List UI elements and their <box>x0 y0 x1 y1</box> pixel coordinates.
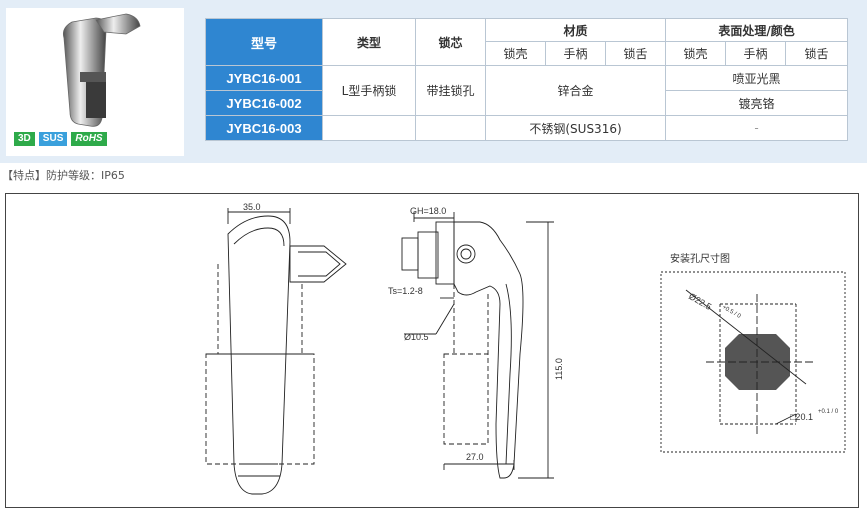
sub-finish-tongue: 锁舌 <box>785 41 849 66</box>
hole-diameter: Ø22.5 <box>687 291 713 312</box>
hole-title: 安装孔尺寸图 <box>670 252 730 265</box>
product-image: 3D SUS RoHS <box>6 8 184 156</box>
sub-finish-shell: 锁壳 <box>665 41 727 66</box>
material-cell: 不锈钢(SUS316) <box>484 115 667 141</box>
type-cell: L型手柄锁 <box>322 65 416 116</box>
spec-panel: 3D SUS RoHS 型号 类型 锁芯 材质 表面处理/颜色 锁壳 手柄 锁舌… <box>0 0 867 163</box>
technical-drawing: 35.0 GH=18.0 Ts=1.2-8 Ø10.5 115.0 27.0 安… <box>5 193 859 508</box>
dim-width-35: 35.0 <box>243 202 261 212</box>
model-cell: JYBC16-002 <box>205 90 323 116</box>
badge-rohs: RoHS <box>71 132 107 146</box>
lock-handle-photo <box>62 13 141 127</box>
header-lock-core: 锁芯 <box>415 18 486 66</box>
sub-material-shell: 锁壳 <box>485 41 546 66</box>
finish-cell: 喷亚光黑 <box>665 65 849 91</box>
dim-ts: Ts=1.2-8 <box>388 286 423 296</box>
feature-text: 【特点】防护等级：IP65 <box>2 169 125 182</box>
header-model: 型号 <box>205 18 323 66</box>
dim-height: 115.0 <box>554 358 564 380</box>
cert-badges: 3D SUS RoHS <box>14 132 107 146</box>
drawing-canvas: 35.0 GH=18.0 Ts=1.2-8 Ø10.5 115.0 27.0 安… <box>205 202 846 495</box>
sub-material-handle: 手柄 <box>545 41 606 66</box>
header-finish: 表面处理/颜色 <box>665 18 849 42</box>
hole-diameter-tolerance: +0.5 / 0 <box>721 305 742 321</box>
lock-core-cell-empty <box>415 115 486 141</box>
type-cell-empty <box>322 115 416 141</box>
material-cell: 锌合金 <box>484 65 667 116</box>
finish-cell: 镀亮铬 <box>665 90 849 116</box>
sub-material-tongue: 锁舌 <box>604 41 667 66</box>
dim-gh: GH=18.0 <box>410 206 446 216</box>
badge-3d[interactable]: 3D <box>14 132 35 146</box>
hole-square: □20.1 <box>790 412 813 422</box>
finish-cell: - <box>665 115 849 141</box>
hole-square-tolerance: +0.1 / 0 <box>818 409 839 415</box>
dim-diameter: Ø10.5 <box>404 332 429 342</box>
model-cell: JYBC16-001 <box>205 65 323 91</box>
model-cell: JYBC16-003 <box>205 115 323 141</box>
front-lever <box>289 245 347 283</box>
side-handle-outline <box>453 221 524 479</box>
badge-sus: SUS <box>38 132 68 146</box>
front-handle-outline <box>227 215 291 495</box>
lock-core-cell: 带挂锁孔 <box>415 65 486 116</box>
dim-width-27: 27.0 <box>466 452 484 462</box>
header-type: 类型 <box>322 18 416 66</box>
spec-table: 型号 类型 锁芯 材质 表面处理/颜色 锁壳 手柄 锁舌 锁壳 手柄 锁舌 JY… <box>205 18 849 141</box>
header-material: 材质 <box>484 18 667 42</box>
sub-finish-handle: 手柄 <box>725 41 787 66</box>
